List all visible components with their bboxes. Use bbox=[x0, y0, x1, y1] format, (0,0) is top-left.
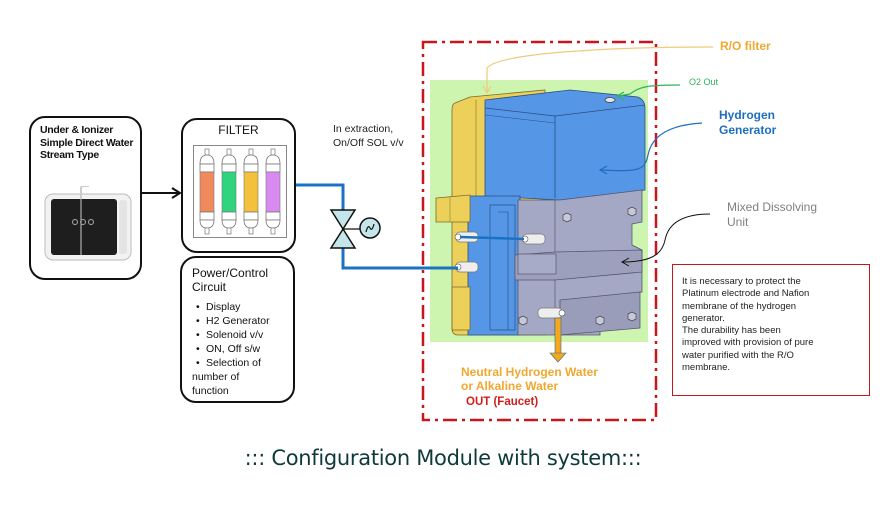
mixed-leader bbox=[621, 213, 711, 263]
output-water-label: Neutral Hydrogen Water or Alkaline Water bbox=[461, 365, 598, 393]
hydrogen-leader bbox=[599, 122, 703, 172]
filter-cartridges bbox=[194, 146, 286, 242]
o2-out-label: O2 Out bbox=[689, 77, 719, 87]
cartridge-3 bbox=[243, 148, 259, 235]
control-item: Selection of bbox=[192, 356, 270, 370]
note-text: It is necessary to protect the Platinum … bbox=[682, 276, 814, 374]
control-item: Solenoid v/v bbox=[192, 328, 270, 342]
valve-label: In extraction, On/Off SOL v/v bbox=[333, 123, 404, 149]
module-boundary bbox=[421, 40, 658, 422]
control-item: H2 Generator bbox=[192, 314, 270, 328]
diagram-title: ::: Configuration Module with system::: bbox=[244, 446, 642, 470]
control-items: Display H2 Generator Solenoid v/v ON, Of… bbox=[192, 300, 270, 370]
control-tail: number of function bbox=[192, 371, 240, 397]
ro-filter-label: R/O filter bbox=[720, 39, 771, 53]
note-box: It is necessary to protect the Platinum … bbox=[672, 264, 870, 396]
flow-arrow-ionizer-to-filter bbox=[142, 187, 182, 199]
o2-port bbox=[604, 97, 616, 103]
control-box: Power/Control Circuit Display H2 Generat… bbox=[180, 256, 295, 403]
ionizer-device-icon bbox=[44, 186, 132, 261]
output-faucet-label: OUT (Faucet) bbox=[466, 396, 539, 408]
pipe-valve-to-module bbox=[341, 248, 458, 270]
control-title: Power/Control Circuit bbox=[192, 266, 269, 295]
filter-box: FILTER bbox=[181, 118, 296, 253]
cartridge-2 bbox=[221, 148, 237, 235]
o2-out-leader bbox=[617, 84, 681, 97]
control-item: ON, Off s/w bbox=[192, 342, 270, 356]
filter-cartridge-panel bbox=[193, 145, 287, 238]
solenoid-valve-icon bbox=[329, 209, 381, 249]
pipe-filter-to-valve bbox=[296, 183, 345, 210]
hydrogen-generator-block bbox=[484, 89, 646, 201]
control-item: Display bbox=[192, 300, 270, 314]
cartridges-svg bbox=[199, 148, 281, 235]
ro-filter-leader bbox=[486, 46, 714, 92]
hydrogen-module-device bbox=[435, 89, 646, 336]
cartridge-1 bbox=[199, 148, 215, 235]
filter-label: FILTER bbox=[218, 123, 259, 137]
cartridge-4 bbox=[265, 148, 281, 235]
output-arrow bbox=[549, 317, 567, 363]
hydrogen-generator-label: Hydrogen Generator bbox=[719, 108, 777, 137]
ionizer-box: Under & Ionizer Simple Direct Water Stre… bbox=[29, 116, 142, 280]
ionizer-label: Under & Ionizer Simple Direct Water Stre… bbox=[40, 124, 134, 162]
mixed-dissolving-label: Mixed Dissolving Unit bbox=[727, 200, 818, 229]
